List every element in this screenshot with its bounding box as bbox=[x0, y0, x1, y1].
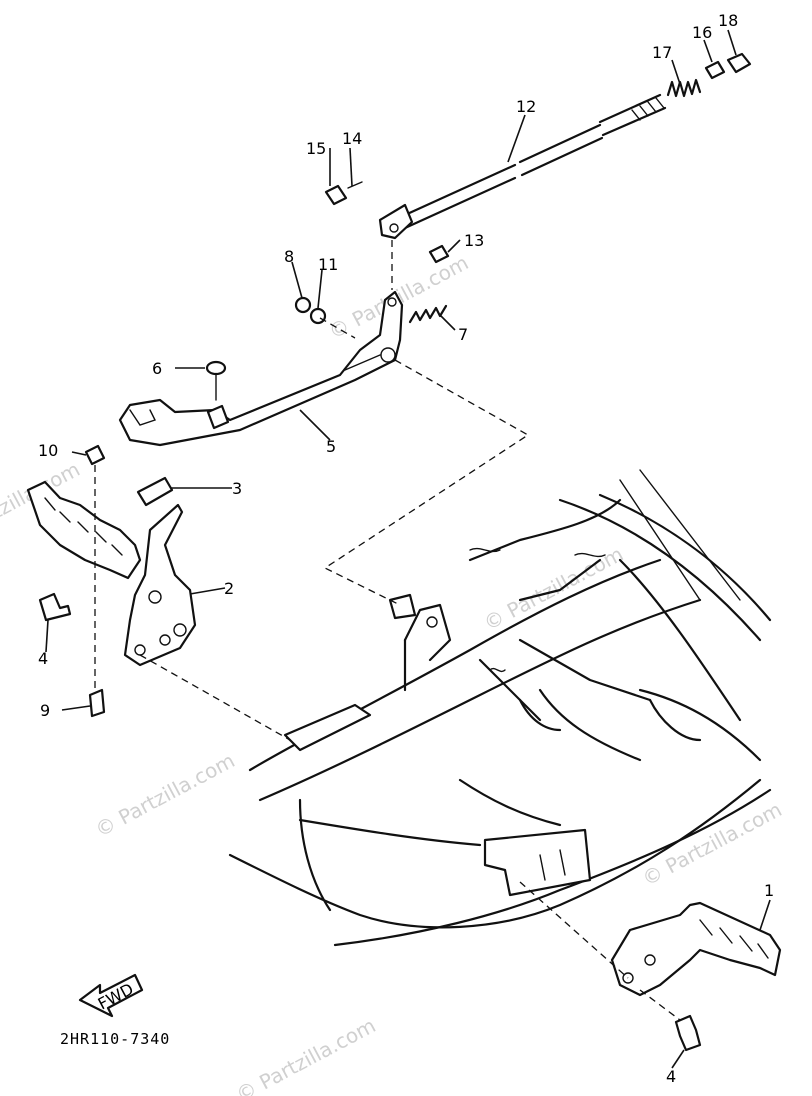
callout-16: 16 bbox=[692, 23, 712, 42]
watermark-4: © Partzilla.com bbox=[480, 542, 628, 636]
callouts: 1 2 3 4 4 5 6 7 8 9 10 11 12 13 14 15 16… bbox=[38, 11, 774, 1086]
washer-8 bbox=[294, 296, 312, 314]
callout-3: 3 bbox=[232, 479, 242, 498]
brake-pedal bbox=[118, 290, 404, 447]
watermark-5: © Partzilla.com bbox=[232, 1013, 380, 1096]
brake-rod bbox=[403, 93, 667, 230]
bolt-9 bbox=[88, 688, 106, 718]
clevis-pin bbox=[324, 184, 348, 206]
alignment-lines bbox=[94, 240, 681, 1021]
callout-5: 5 bbox=[326, 437, 336, 456]
callout-10: 10 bbox=[38, 441, 58, 460]
cotter-pin bbox=[347, 181, 363, 189]
watermark-3: © Partzilla.com bbox=[91, 748, 239, 842]
callout-4-left: 4 bbox=[38, 649, 48, 668]
adjusting-nut bbox=[726, 52, 752, 74]
callout-7: 7 bbox=[458, 325, 468, 344]
callout-6: 6 bbox=[152, 359, 162, 378]
diagram-code: 2HR110-7340 bbox=[60, 1030, 170, 1048]
callout-9: 9 bbox=[40, 701, 50, 720]
callout-14: 14 bbox=[342, 129, 362, 148]
nut-13 bbox=[428, 244, 450, 264]
bolt-4-left bbox=[38, 592, 72, 622]
left-footrest bbox=[26, 480, 197, 667]
callout-18: 18 bbox=[718, 11, 738, 30]
bolt-4-right bbox=[674, 1014, 702, 1052]
callout-1: 1 bbox=[764, 881, 774, 900]
callout-2: 2 bbox=[224, 579, 234, 598]
washer-16 bbox=[704, 60, 726, 80]
nut-10 bbox=[84, 444, 106, 466]
leader-lines bbox=[45, 29, 771, 1069]
rod-spring bbox=[666, 78, 702, 98]
callout-12: 12 bbox=[516, 97, 536, 116]
callout-11: 11 bbox=[318, 255, 338, 274]
pedal-spring bbox=[408, 304, 448, 324]
pedal-cap bbox=[205, 360, 227, 401]
callout-4-right: 4 bbox=[666, 1067, 676, 1086]
watermark-6: © Partzilla.com bbox=[638, 797, 786, 891]
fwd-arrow: FWD bbox=[78, 973, 144, 1018]
collar bbox=[136, 476, 174, 507]
right-footrest bbox=[610, 901, 782, 997]
callout-8: 8 bbox=[284, 247, 294, 266]
washer-11 bbox=[309, 307, 327, 325]
callout-15: 15 bbox=[306, 139, 326, 158]
frame bbox=[228, 469, 772, 947]
callout-17: 17 bbox=[652, 43, 672, 62]
rod-clevis bbox=[378, 203, 414, 240]
callout-13: 13 bbox=[464, 231, 484, 250]
